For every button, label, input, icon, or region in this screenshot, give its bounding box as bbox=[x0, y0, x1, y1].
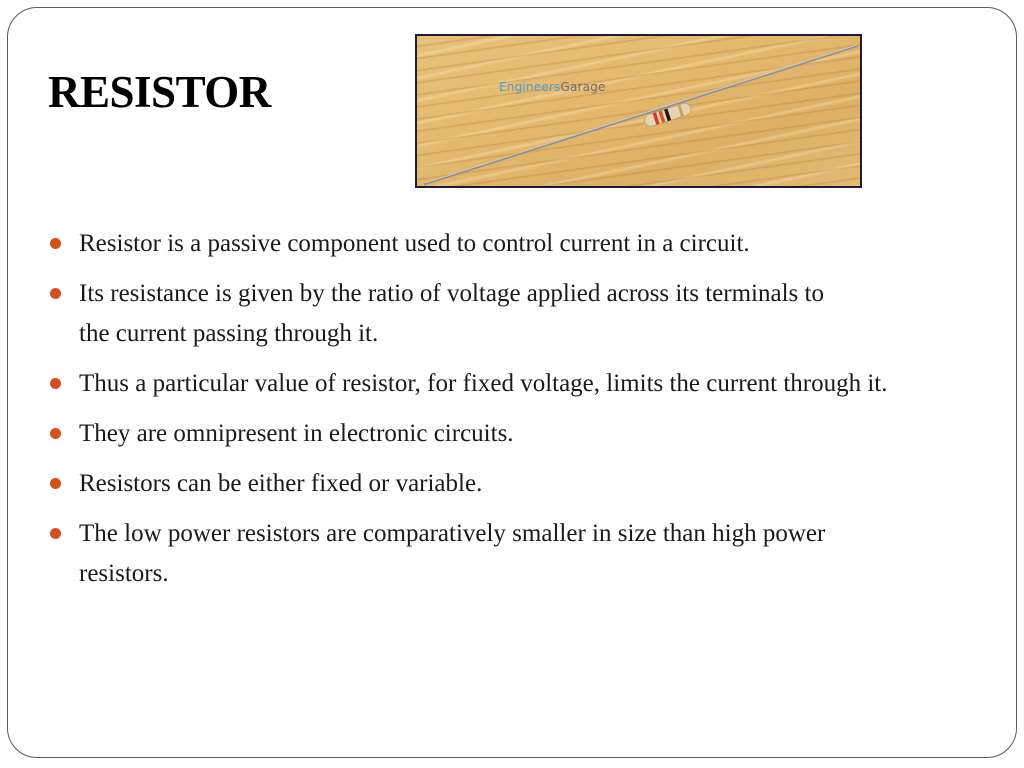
bullet-dot-icon bbox=[50, 528, 61, 539]
bullet-dot-icon bbox=[50, 238, 61, 249]
bullet-text: Thus a particular value of resistor, for… bbox=[79, 370, 888, 397]
bullet-dot-icon bbox=[50, 378, 61, 389]
bullet-text: The low power resistors are comparativel… bbox=[79, 520, 826, 587]
bullet-item: Resistor is a passive component used to … bbox=[48, 224, 948, 264]
resistor-illustration bbox=[423, 44, 859, 186]
bullet-item: Its resistance is given by the ratio of … bbox=[48, 274, 948, 354]
bullet-text: Its resistance is given by the ratio of … bbox=[79, 280, 824, 347]
bullet-text: They are omnipresent in electronic circu… bbox=[79, 420, 514, 447]
slide-title: RESISTOR bbox=[48, 67, 271, 117]
bullet-text: Resistor is a passive component used to … bbox=[79, 230, 750, 257]
bullet-text: Resistors can be either fixed or variabl… bbox=[79, 470, 483, 497]
bullet-dot-icon bbox=[50, 428, 61, 439]
bullet-item: Thus a particular value of resistor, for… bbox=[48, 364, 948, 404]
bullet-item: They are omnipresent in electronic circu… bbox=[48, 414, 948, 454]
engineersgarage-watermark: EngineersGarage bbox=[499, 80, 606, 94]
bullet-dot-icon bbox=[50, 288, 61, 299]
bullet-dot-icon bbox=[50, 478, 61, 489]
bullet-item: The low power resistors are comparativel… bbox=[48, 514, 948, 594]
bullet-item: Resistors can be either fixed or variabl… bbox=[48, 464, 948, 504]
resistor-photo: EngineersGarage bbox=[415, 34, 862, 188]
bullet-list: Resistor is a passive component used to … bbox=[48, 224, 948, 604]
